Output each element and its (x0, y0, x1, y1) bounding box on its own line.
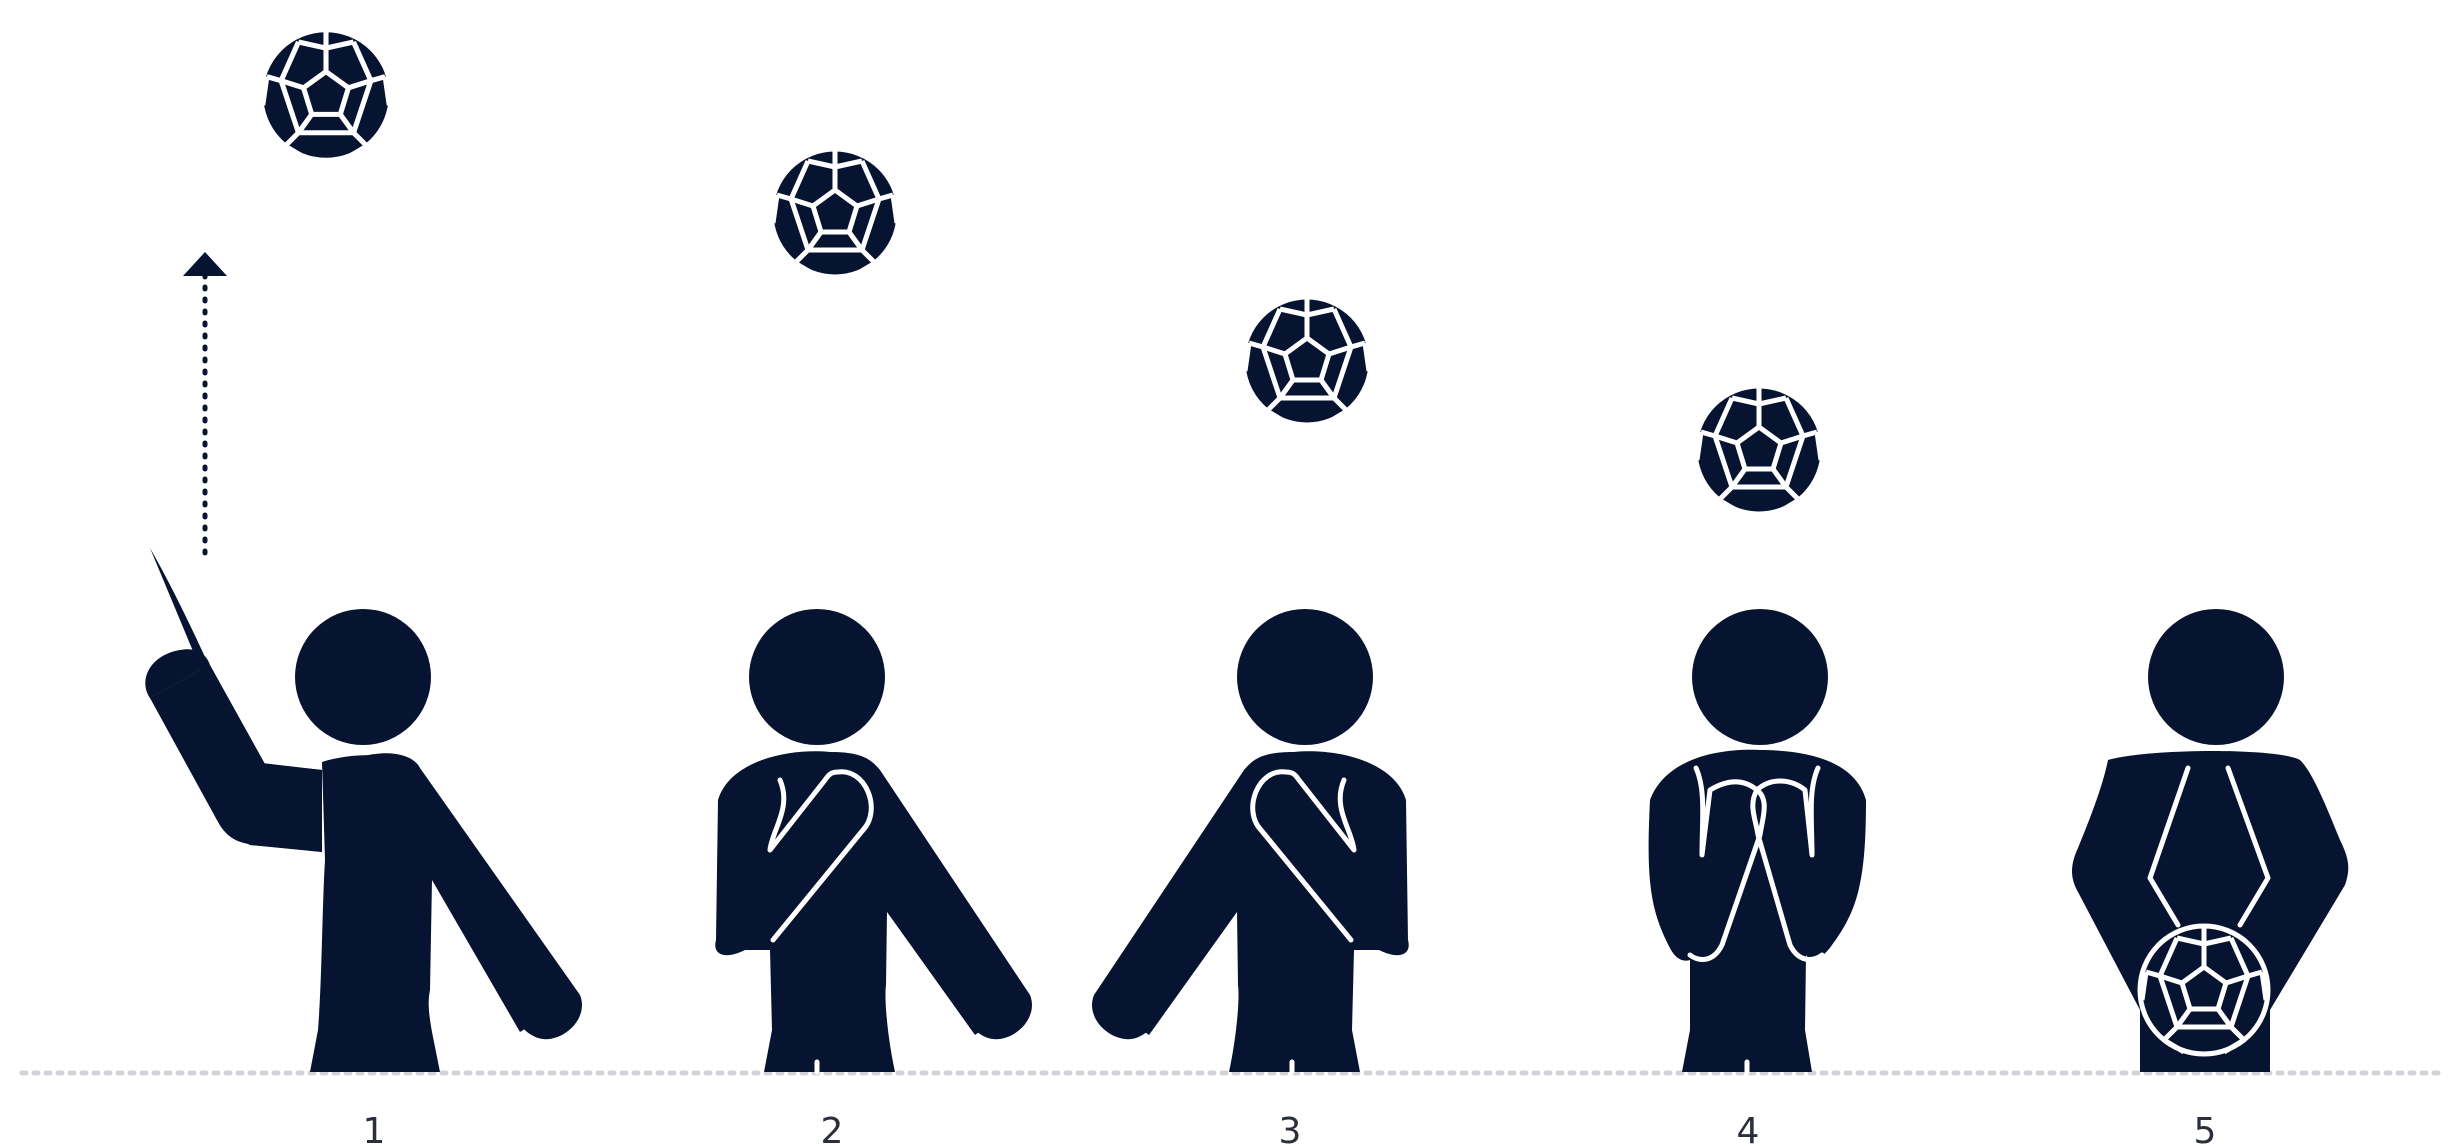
step-label: 2 (821, 1111, 844, 1146)
soccer-ball-icon (1243, 297, 1371, 425)
soccer-ball-icon (771, 149, 899, 277)
person-icon (145, 548, 582, 1072)
step-3-figure: 3 (1092, 297, 1409, 1146)
step-2-figure: 2 (715, 149, 1032, 1146)
soccer-ball-icon (261, 30, 392, 161)
person-icon (1092, 609, 1409, 1072)
step-label: 4 (1737, 1111, 1760, 1146)
up-arrow-icon (183, 252, 227, 562)
person-icon (715, 609, 1032, 1072)
step-4-figure: 4 (1649, 386, 1866, 1146)
soccer-ball-icon (2140, 926, 2268, 1054)
step-5-figure: 5 (2072, 609, 2348, 1146)
step-label: 1 (363, 1111, 386, 1146)
step-1-figure: 1 (145, 30, 582, 1146)
step-label: 5 (2194, 1111, 2217, 1146)
step-label: 3 (1279, 1111, 1302, 1146)
soccer-ball-icon (1695, 386, 1823, 514)
